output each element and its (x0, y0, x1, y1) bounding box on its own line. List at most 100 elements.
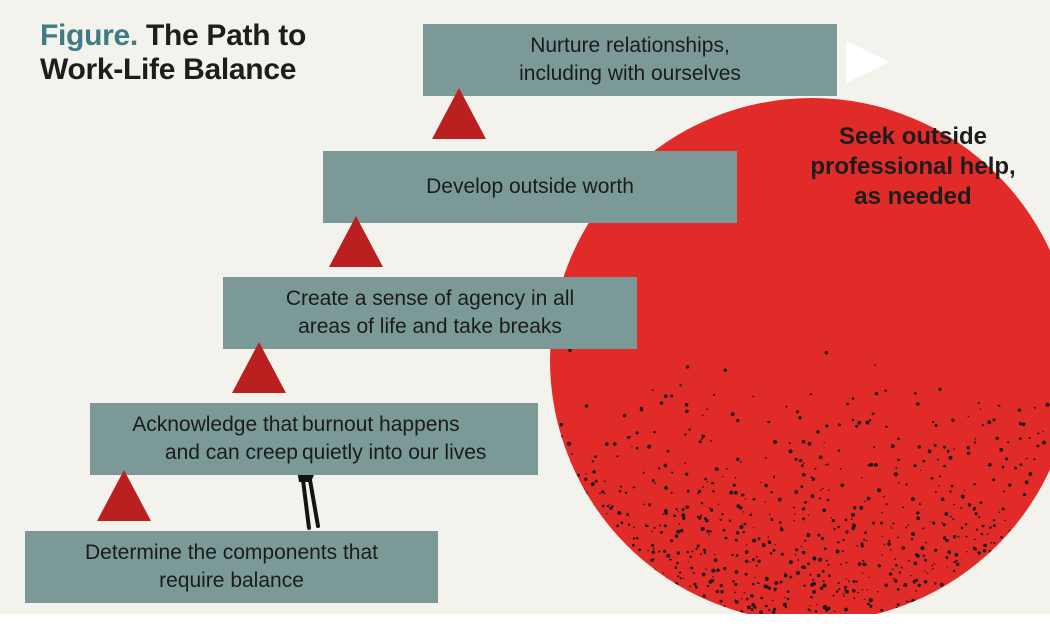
speckle-dot (691, 550, 694, 553)
speckle-dot (786, 597, 790, 601)
speckle-dot (809, 604, 811, 607)
speckle-dot (953, 561, 956, 564)
speckle-dot (809, 596, 812, 599)
speckle-dot (991, 525, 993, 527)
speckle-dot (711, 603, 714, 607)
speckle-dot (696, 544, 700, 548)
speckle-dot (1029, 595, 1033, 599)
speckle-dot (1033, 585, 1038, 589)
speckle-dot (760, 481, 762, 484)
speckle-dot (941, 594, 946, 599)
speckle-dot (960, 595, 962, 597)
speckle-dot (873, 446, 876, 449)
speckle-dot (871, 412, 875, 416)
speckle-dot (581, 581, 584, 583)
speckle-dot (767, 608, 771, 612)
speckle-dot (684, 433, 687, 436)
speckle-dot (606, 504, 610, 508)
speckle-dot (624, 491, 628, 495)
speckle-dot (984, 577, 989, 581)
step-4-line-1: Develop outside worth (426, 175, 634, 198)
speckle-dot (1045, 538, 1049, 542)
speckle-dot (759, 610, 763, 614)
speckle-dot (685, 505, 689, 509)
speckle-dot (736, 418, 740, 423)
speckle-dot (642, 471, 645, 474)
speckle-dot (664, 511, 668, 516)
speckle-dot (647, 549, 649, 552)
speckle-dot (903, 583, 908, 587)
speckle-dot (845, 578, 847, 580)
speckle-dot (590, 604, 595, 609)
speckle-dot (651, 609, 655, 613)
speckle-dot (795, 571, 800, 575)
speckle-dot (1012, 545, 1016, 549)
speckle-dot (797, 559, 800, 561)
speckle-dot (895, 466, 898, 469)
speckle-dot (1008, 537, 1013, 542)
speckle-dot (1032, 612, 1036, 614)
speckle-dot (596, 592, 599, 595)
speckle-dot (629, 570, 634, 575)
speckle-dot (866, 540, 868, 542)
speckle-dot (876, 590, 879, 593)
speckle-dot (925, 596, 929, 600)
speckle-dot (647, 444, 652, 449)
speckle-dot (991, 578, 993, 580)
speckle-dot (782, 602, 787, 607)
speckle-dot (789, 575, 793, 579)
speckle-dot (648, 582, 653, 586)
speckle-dot (750, 608, 754, 612)
speckle-dot (826, 463, 829, 466)
speckle-dot (861, 589, 864, 591)
speckle-dot (734, 538, 738, 542)
speckle-dot (745, 550, 749, 554)
speckle-dot (1001, 507, 1005, 511)
speckle-dot (979, 501, 983, 505)
speckle-dot (1006, 541, 1008, 544)
speckle-dot (757, 559, 761, 563)
speckle-dot (604, 442, 609, 446)
speckle-dot (948, 549, 950, 552)
speckle-dot (754, 576, 756, 579)
speckle-dot (681, 593, 683, 596)
speckle-dot (884, 583, 888, 588)
speckle-dot (560, 522, 563, 526)
speckle-dot (785, 405, 788, 408)
speckle-dot (951, 418, 955, 422)
speckle-dot (700, 514, 703, 517)
speckle-dot (982, 423, 985, 427)
speckle-dot (942, 523, 946, 527)
speckle-dot (964, 523, 968, 526)
outside-help-line-3: as needed (854, 183, 972, 210)
speckle-dot (765, 576, 769, 581)
speckle-dot (597, 610, 602, 614)
speckle-dot (879, 521, 883, 525)
step-2-line-1-left: Acknowledge that (132, 413, 298, 436)
step-1-line-1: Determine the components that (85, 541, 378, 564)
speckle-dot (794, 513, 796, 515)
speckle-dot (925, 541, 928, 544)
speckle-dot (582, 490, 585, 493)
bottom-margin (0, 614, 1050, 626)
speckle-dot (962, 573, 967, 578)
speckle-dot (563, 585, 567, 589)
speckle-dot (972, 546, 976, 550)
speckle-dot (1018, 422, 1022, 426)
speckle-dot (584, 526, 586, 528)
speckle-dot (784, 596, 786, 599)
speckle-dot (962, 585, 966, 589)
speckle-dot (816, 603, 818, 606)
speckle-dot (814, 467, 817, 470)
speckle-dot (812, 589, 816, 594)
speckle-dot (794, 457, 798, 461)
speckle-dot (833, 528, 836, 531)
speckle-dot (643, 599, 648, 604)
speckle-dot (838, 588, 841, 591)
speckle-dot (837, 449, 841, 452)
speckle-dot (675, 602, 678, 605)
speckle-dot (591, 576, 595, 580)
speckle-dot (713, 553, 716, 556)
speckle-dot (801, 439, 806, 444)
speckle-dot (605, 512, 608, 515)
